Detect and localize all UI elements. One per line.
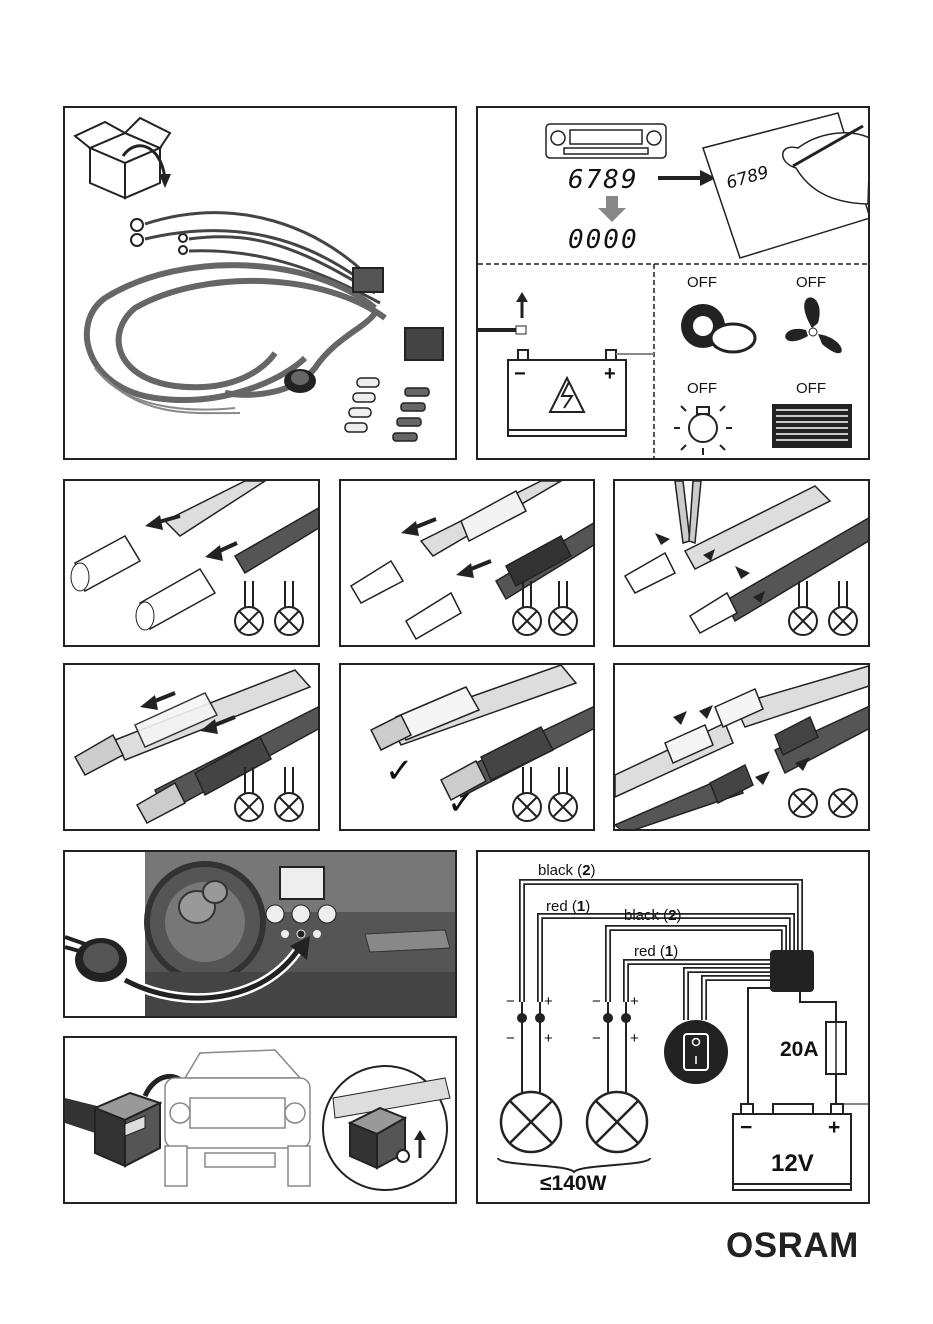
svg-text:−: − [514, 363, 526, 385]
rocker-switch-icon [65, 937, 127, 982]
crimp-step-6-illustration [615, 665, 870, 831]
bracket [498, 1158, 650, 1172]
harness-illustration [65, 108, 457, 460]
relay-icon [770, 950, 814, 992]
dashboard-illustration [65, 852, 457, 1018]
relay-icon [95, 1093, 160, 1166]
wire-label-red-2: red (1) [634, 943, 678, 960]
panel-relay-mounting [63, 1036, 457, 1204]
off-label-defrost: OFF [796, 380, 826, 397]
switch-icon [664, 1020, 728, 1084]
bulb-off-icon [235, 581, 303, 635]
panel-crimp-step-4 [63, 663, 320, 831]
panel-crimp-step-1 [63, 479, 320, 647]
ignition-key-icon [681, 304, 755, 352]
panel-crimp-step-6 [613, 663, 870, 831]
battery-voltage: 12V [771, 1150, 814, 1178]
panel-harness-contents [63, 106, 457, 460]
panel-crimp-step-5: ✓ ✓ [339, 663, 595, 831]
relay-mount-illustration [65, 1038, 457, 1204]
radio-code-display: 6789 [568, 165, 639, 195]
panel-crimp-step-3 [613, 479, 870, 647]
panel-dashboard-switch [63, 850, 457, 1018]
panel-wiring-schematic: black (2) red (1) black (2) red (1) − + … [476, 850, 870, 1204]
wire-label-red-1: red (1) [546, 898, 590, 915]
light-icon [674, 406, 732, 455]
connector-kit-icon [345, 378, 429, 441]
panel-radio-code-battery: − + [476, 106, 870, 460]
fuse-rating: 20A [780, 1038, 819, 1062]
crimp-step-1-illustration [65, 481, 320, 647]
lamp-icon [501, 1092, 647, 1152]
osram-logo: OSRAM [726, 1226, 859, 1266]
car-front-icon [165, 1050, 310, 1186]
car-radio-icon [546, 124, 666, 158]
polarity-plus: + [544, 993, 553, 1010]
nut-icon [397, 1150, 409, 1162]
off-label-fan: OFF [796, 274, 826, 291]
polarity-plus: + [630, 993, 639, 1010]
crimp-tool-icon [675, 481, 701, 543]
wire-label-black-1: black (2) [538, 862, 596, 879]
crimp-step-4-illustration [65, 665, 320, 831]
polarity-plus: + [544, 1030, 553, 1047]
panel-crimp-step-2 [339, 479, 595, 647]
svg-text:+: + [604, 363, 616, 385]
radio-code-reset-display: 0000 [568, 225, 639, 255]
polarity-minus: − [592, 993, 601, 1010]
power-limit: ≤140W [540, 1172, 606, 1196]
battery-plus: + [828, 1116, 840, 1140]
polarity-plus: + [630, 1030, 639, 1047]
off-label-key: OFF [687, 274, 717, 291]
polarity-minus: − [506, 993, 515, 1010]
polarity-minus: − [506, 1030, 515, 1047]
crimp-step-3-illustration [615, 481, 870, 647]
battery-minus: − [740, 1116, 752, 1140]
wire-label-black-2: black (2) [624, 907, 682, 924]
polarity-minus: − [592, 1030, 601, 1047]
box-icon [75, 118, 170, 198]
check-mark-icon: ✓ [447, 783, 476, 823]
crimp-step-2-illustration [341, 481, 595, 647]
fan-icon [785, 297, 842, 353]
off-label-light: OFF [687, 380, 717, 397]
check-mark-icon: ✓ [385, 751, 414, 791]
